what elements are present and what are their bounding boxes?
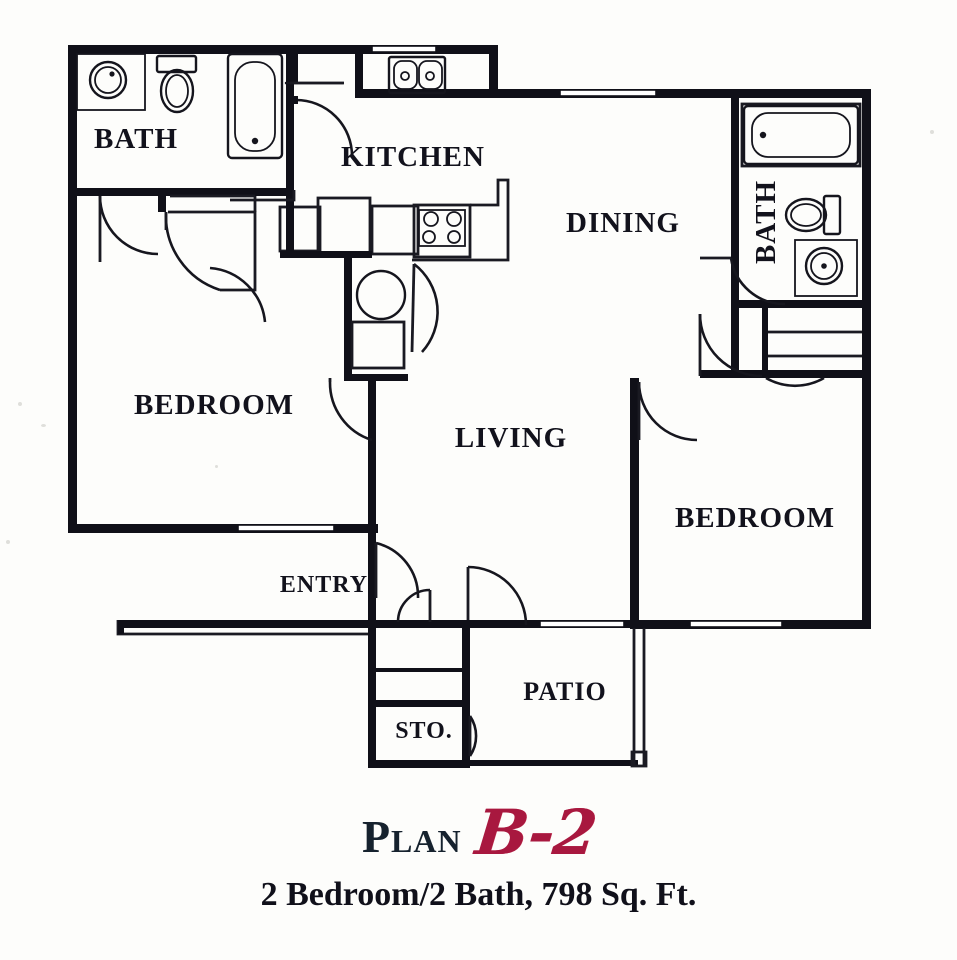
room-label-dining: DINING: [566, 207, 680, 239]
bath-left-fixtures: [76, 52, 284, 160]
paper-speck: [41, 424, 46, 427]
kitchen-structure: [284, 45, 657, 157]
room-label-bath-left: BATH: [94, 123, 178, 155]
room-label-kitchen: KITCHEN: [341, 141, 485, 173]
bedroom-left-structure: [209, 266, 376, 532]
storage-patio-structure: [368, 628, 648, 768]
plan-subtitle: 2 Bedroom/2 Bath, 798 Sq. Ft.: [260, 876, 697, 913]
kitchen-fixtures: [164, 55, 510, 381]
room-label-patio: PATIO: [523, 677, 606, 706]
right-hall-structure: [539, 306, 870, 628]
exterior-walls: [68, 45, 871, 629]
room-label-entry: ENTRY: [280, 572, 368, 598]
plan-title-word: Plan: [361, 811, 462, 862]
room-labels: BATH KITCHEN DINING BATH BEDROOM LIVING …: [94, 123, 835, 744]
room-label-living: LIVING: [455, 422, 567, 454]
paper-speck: [215, 465, 218, 468]
title-block: Plan B-2 2 Bedroom/2 Bath, 798 Sq. Ft.: [0, 796, 957, 914]
room-label-bedroom-left: BEDROOM: [134, 389, 294, 421]
room-label-storage: STO.: [395, 718, 453, 744]
bath-right-fixtures: [742, 104, 860, 297]
paper-speck: [6, 540, 10, 544]
room-label-bedroom-right: BEDROOM: [675, 502, 835, 534]
paper-speck: [18, 402, 22, 406]
plan-code: B-2: [471, 796, 599, 869]
paper-speck: [930, 130, 934, 134]
entry-structure: [116, 533, 420, 636]
room-label-bath-right: BATH: [750, 180, 782, 264]
bath-left-structure: [68, 45, 294, 262]
plan-title-line: Plan B-2: [0, 796, 957, 869]
bath-right-structure: [700, 98, 863, 308]
